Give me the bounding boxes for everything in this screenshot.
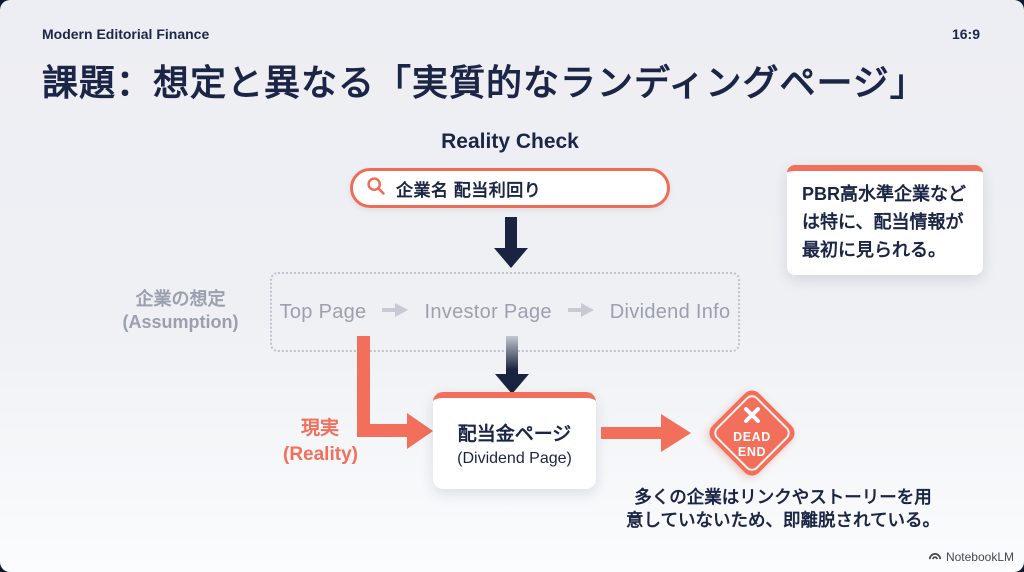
dead-end-text-2: END	[737, 444, 767, 459]
dividend-card-title-ja: 配当金ページ	[457, 424, 572, 445]
dividend-card-title-en: (Dividend Page)	[457, 450, 572, 467]
notebooklm-logo-icon	[928, 548, 942, 566]
flow-step-top-page: Top Page	[279, 300, 367, 323]
footer-logo: NotebookLM	[928, 548, 1014, 566]
x-mark-icon	[743, 407, 761, 428]
side-note-line: 最初に見られる。	[802, 239, 946, 260]
right-arrow-icon	[567, 302, 594, 322]
assumption-label-en: (Assumption)	[122, 312, 239, 333]
right-arrow-icon	[382, 302, 409, 322]
assumption-label-ja: 企業の想定	[135, 289, 226, 309]
footer-logo-text: NotebookLM	[945, 550, 1014, 564]
bottom-note-line: 多くの企業はリンクやストーリーを用	[634, 487, 932, 507]
search-input: 企業名 配当利回り	[350, 168, 670, 208]
dead-end-sign: DEAD END	[705, 386, 799, 480]
dividend-page-card: 配当金ページ (Dividend Page)	[433, 392, 596, 489]
assumption-label: 企業の想定 (Assumption)	[98, 288, 263, 334]
aspect-ratio-label: 16:9	[951, 26, 980, 42]
side-note-line: PBR高水準企業など	[802, 184, 967, 204]
bottom-note-line: 意していないため、即離脱されている。	[626, 509, 940, 530]
reality-label: 現実 (Reality)	[283, 416, 393, 467]
side-note-card: PBR高水準企業など は特に、配当情報が 最初に見られる。	[787, 165, 983, 275]
flow-step-dividend-info: Dividend Info	[609, 300, 731, 323]
dead-end-text-1: DEAD	[733, 430, 771, 445]
assumption-flow-box: Top Page Investor Page Dividend Info	[270, 272, 740, 352]
search-query-text: 企業名 配当利回り	[396, 180, 542, 200]
bottom-note: 多くの企業はリンクやストーリーを用 意していないため、即離脱されている。	[598, 486, 968, 532]
brand-label: Modern Editorial Finance	[42, 26, 210, 42]
reality-label-en: (Reality)	[283, 443, 358, 465]
search-icon	[366, 176, 386, 201]
side-note-line: は特に、配当情報が	[802, 211, 964, 232]
flow-step-investor-page: Investor Page	[424, 300, 552, 323]
reality-label-ja: 現実	[301, 418, 340, 439]
page-title: 課題：想定と異なる「実質的なランディングページ」	[42, 62, 927, 103]
reality-check-heading: Reality Check	[441, 130, 579, 153]
